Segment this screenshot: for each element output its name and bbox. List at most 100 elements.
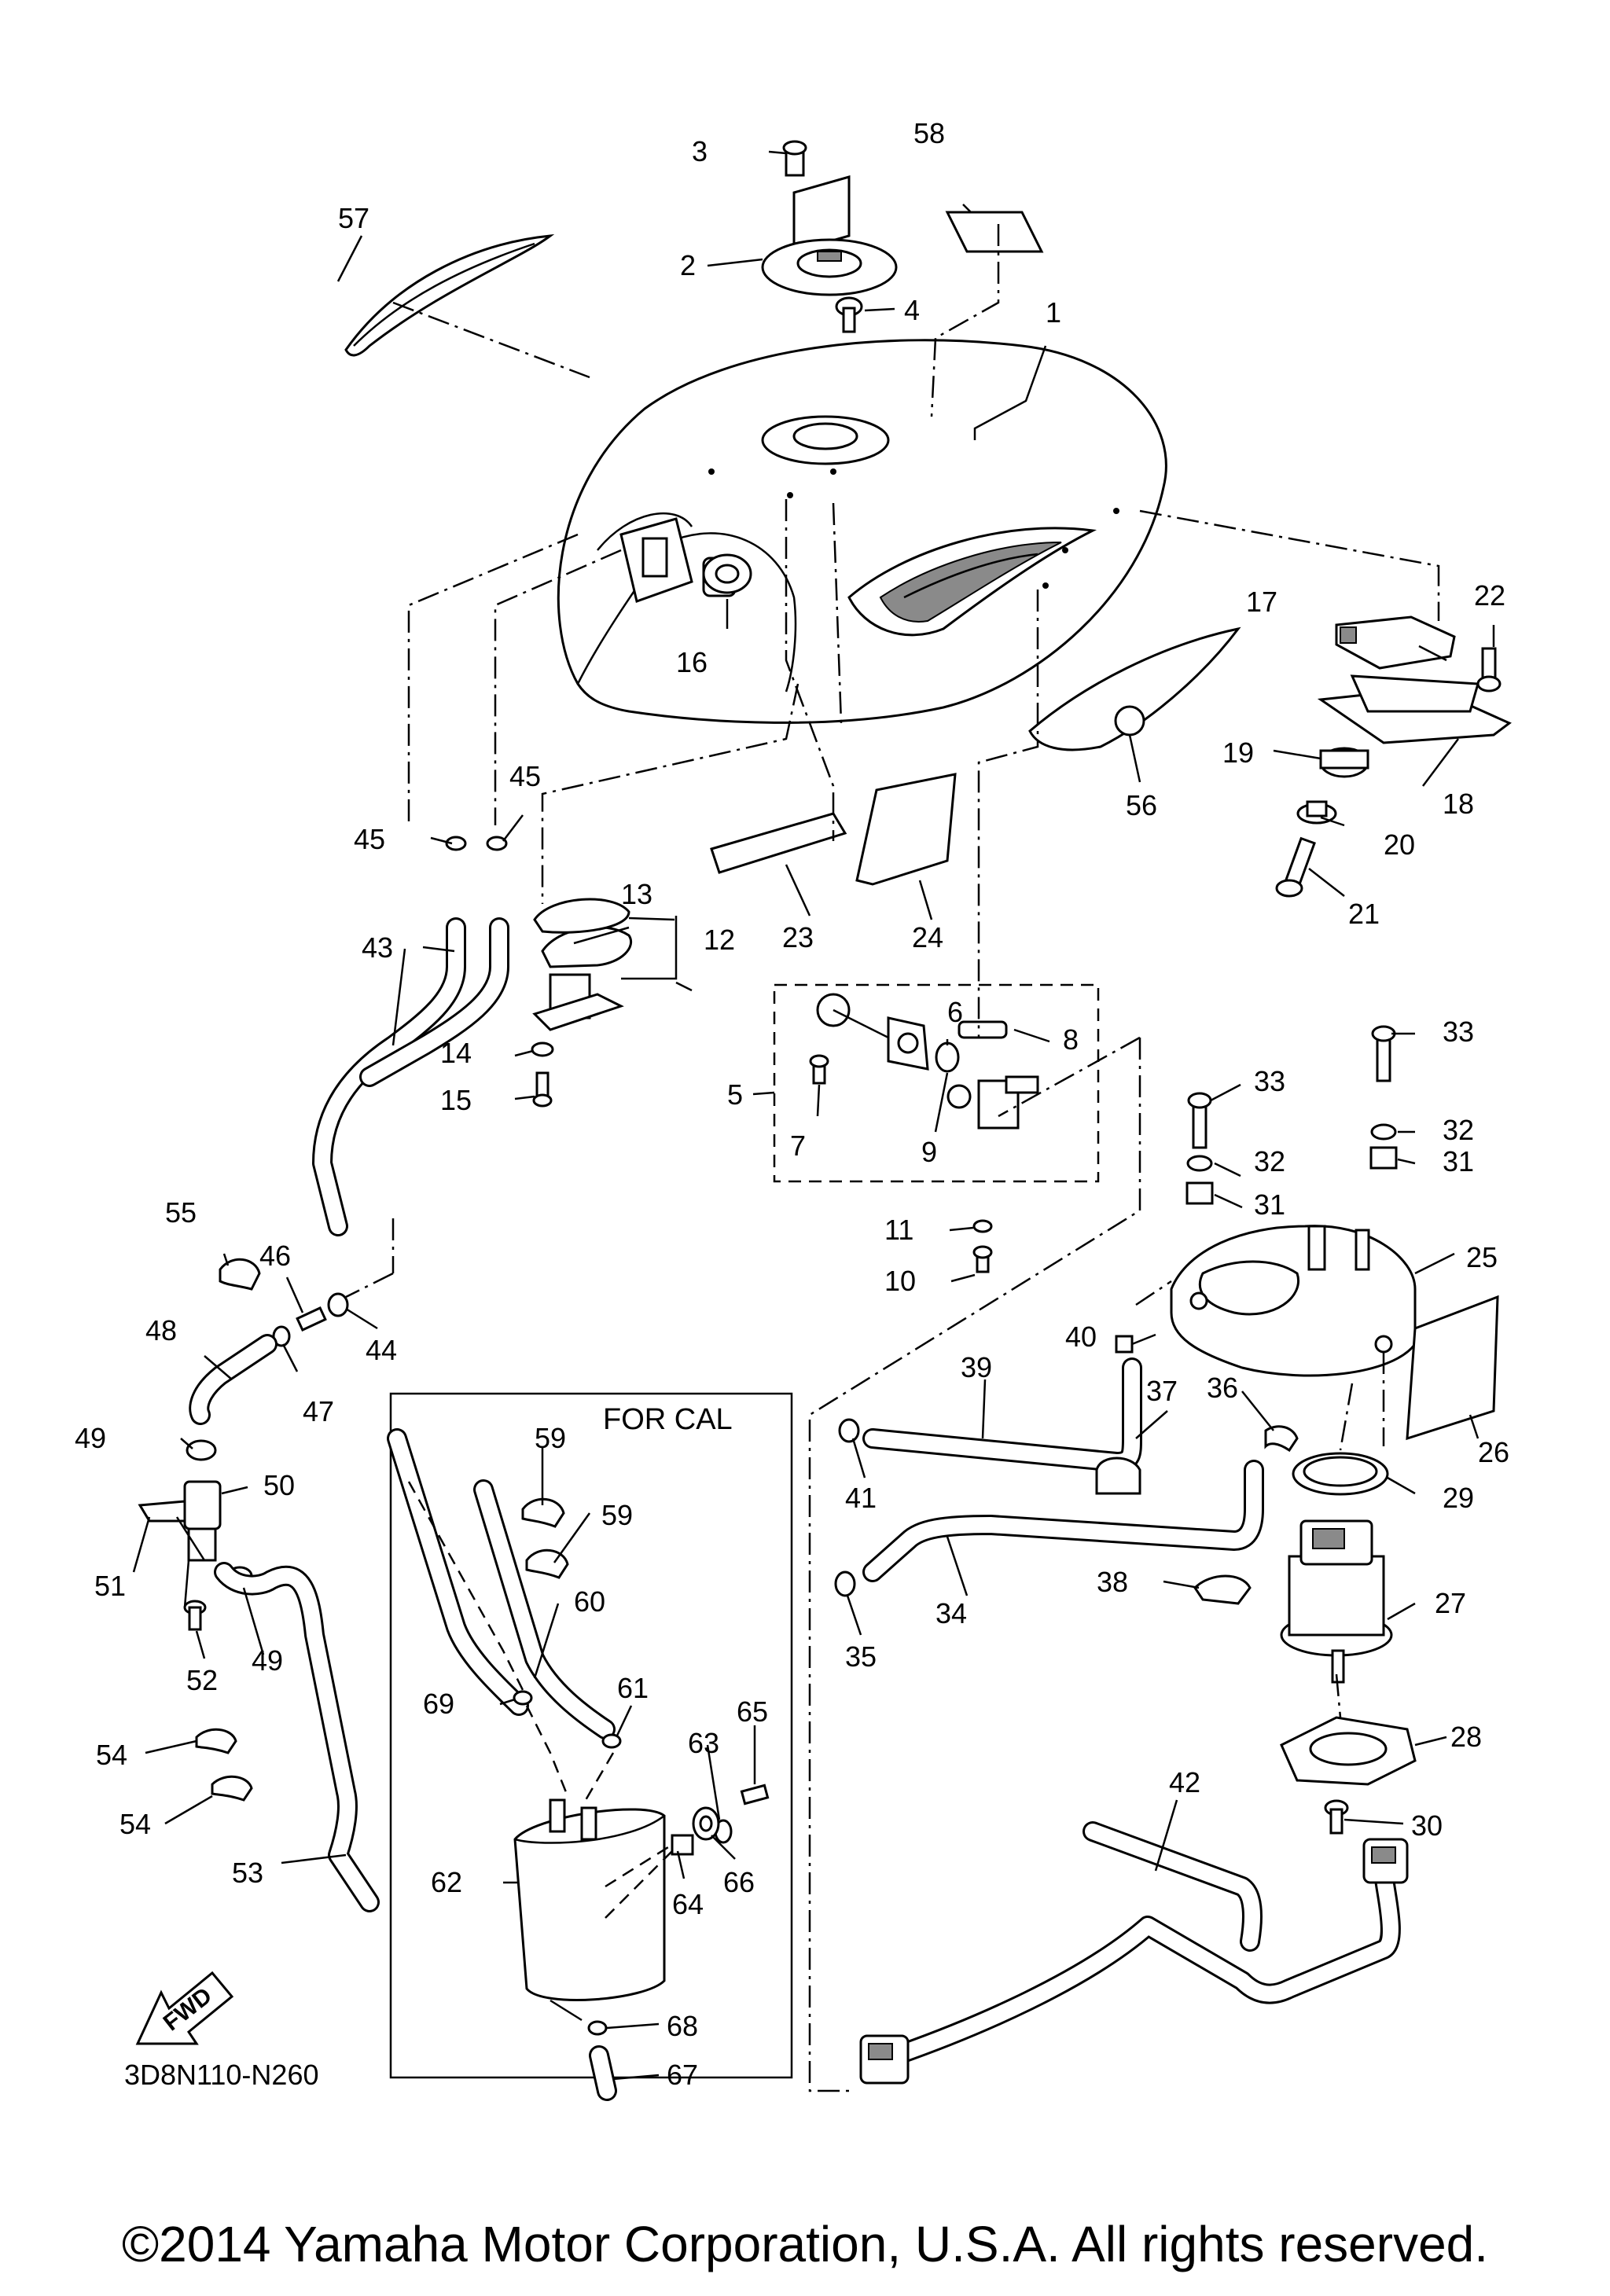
part-45-clip-left (445, 836, 467, 851)
callout-25: 25 (1466, 1241, 1498, 1273)
callout-17: 17 (1246, 586, 1277, 618)
part-35-clip (834, 1570, 856, 1597)
callout-6: 6 (947, 996, 963, 1028)
callout-44: 44 (366, 1334, 397, 1366)
part-16-nut (702, 553, 752, 597)
part-56-cover (1028, 626, 1241, 751)
callout-55: 55 (165, 1196, 197, 1229)
callout-35: 35 (845, 1640, 877, 1673)
callout-1: 1 (1046, 296, 1061, 329)
part-21-bolt (1275, 836, 1316, 898)
figure-code: 3D8N110-N260 (124, 2059, 318, 2091)
leader-lines (132, 150, 1495, 2081)
callout-32-right: 32 (1443, 1114, 1474, 1146)
part-25-cover (1170, 1225, 1417, 1377)
callout-16: 16 (676, 646, 708, 678)
for-cal-box (389, 1392, 793, 2079)
callout-66: 66 (723, 1866, 755, 1898)
callout-4: 4 (904, 294, 920, 326)
callout-48: 48 (145, 1314, 177, 1346)
part-66-cap (692, 1806, 720, 1841)
part-30-bolt (1324, 1799, 1349, 1835)
callout-58: 58 (913, 117, 945, 149)
part-33-bolt-left (1187, 1092, 1212, 1149)
callout-18: 18 (1443, 788, 1474, 820)
part-4-bolt (835, 296, 863, 333)
callout-64: 64 (672, 1888, 704, 1920)
part-41-clip (838, 1418, 860, 1443)
callout-40: 40 (1065, 1321, 1097, 1353)
part-65-bolt (740, 1784, 770, 1806)
callout-43: 43 (362, 931, 393, 964)
callout-19: 19 (1222, 737, 1254, 769)
part-32-washer-left (1186, 1155, 1213, 1172)
part-59-clamp-bottom (525, 1548, 569, 1579)
part-38-clamp (1193, 1574, 1252, 1605)
part-44-clip (327, 1292, 349, 1317)
part-31-nut-right (1369, 1146, 1398, 1170)
part-45-clip-right (486, 836, 508, 851)
part-13-gasket (533, 898, 630, 934)
callout-8: 8 (1063, 1023, 1079, 1056)
part-15-bolt (532, 1071, 553, 1108)
part-20-collar (1296, 800, 1337, 825)
part-3-bolt (782, 140, 807, 177)
callout-11: 11 (884, 1214, 913, 1246)
part-40-clip (1115, 1335, 1134, 1354)
callout-62: 62 (431, 1866, 462, 1898)
tank-pump-opening (619, 517, 693, 603)
part-11-washer (972, 1219, 993, 1233)
callout-38: 38 (1097, 1566, 1128, 1598)
callout-57: 57 (338, 202, 369, 234)
part-34-hose (862, 1460, 1264, 1582)
callout-67: 67 (667, 2059, 698, 2091)
part-53-hose (214, 1562, 380, 1912)
part-23-pad (710, 812, 847, 874)
callout-49-top: 49 (75, 1422, 106, 1454)
callout-2: 2 (680, 249, 696, 281)
part-67-hose (589, 2045, 617, 2101)
part-43-hose (312, 917, 509, 1236)
part-17-bracket (1335, 615, 1456, 670)
callout-9: 9 (921, 1136, 937, 1168)
part-14-washer (531, 1041, 554, 1057)
callout-69: 69 (423, 1688, 454, 1720)
callout-51: 51 (94, 1570, 126, 1602)
callout-31-left: 31 (1254, 1188, 1285, 1221)
fuel-tank (557, 339, 1167, 724)
part-31-nut-left (1185, 1181, 1214, 1205)
callout-29: 29 (1443, 1482, 1474, 1514)
callout-39: 39 (961, 1351, 992, 1383)
callout-12: 12 (704, 924, 735, 956)
part-54-clamp-bottom (211, 1775, 253, 1802)
part-18-plate (1317, 674, 1512, 744)
callout-45-left: 45 (354, 823, 385, 855)
part-54-clamp-top (195, 1728, 237, 1754)
part-19-damper (1319, 747, 1369, 778)
fwd-arrow (135, 1971, 234, 2045)
callout-42: 42 (1169, 1766, 1200, 1798)
callout-23: 23 (782, 921, 814, 953)
part-68-clip (587, 2020, 608, 2036)
callout-30: 30 (1411, 1809, 1443, 1842)
part-29-ring (1292, 1452, 1389, 1496)
part-28-plate (1280, 1716, 1417, 1786)
part-59-clamp-top (521, 1497, 565, 1528)
callout-61: 61 (617, 1672, 649, 1704)
callout-36: 36 (1207, 1372, 1238, 1404)
callout-5: 5 (727, 1078, 743, 1111)
callout-41: 41 (845, 1482, 877, 1514)
part-62-canister (513, 1798, 666, 2022)
callout-68: 68 (667, 2010, 698, 2042)
for-cal-title: FOR CAL (603, 1403, 733, 1436)
callout-65: 65 (737, 1695, 768, 1728)
callout-56: 56 (1126, 789, 1157, 821)
part-12-sender-unit (532, 926, 632, 1031)
callout-54-top: 54 (96, 1739, 127, 1771)
part-22-bolt (1476, 647, 1502, 692)
callout-45-right: 45 (509, 760, 541, 792)
part-42-harness (859, 1821, 1409, 2085)
callout-24: 24 (912, 921, 943, 953)
part-5-fuel-cock-group (773, 983, 1100, 1183)
